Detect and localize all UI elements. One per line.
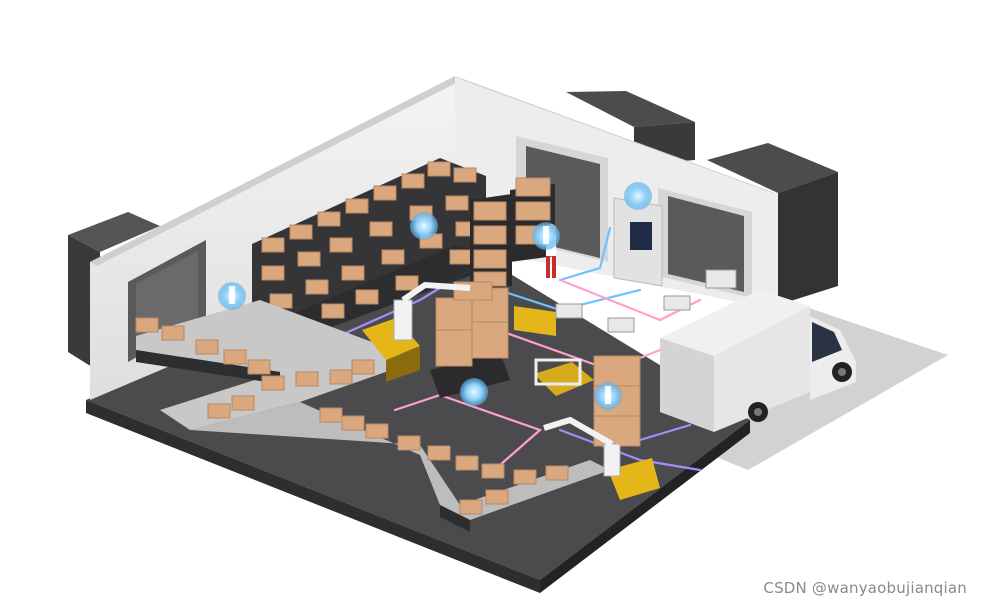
control-machine bbox=[613, 197, 663, 287]
wifi-sensor-icon bbox=[624, 182, 652, 210]
robots bbox=[362, 281, 660, 500]
floor-slab bbox=[86, 240, 750, 593]
watermark-text: CSDN @wanyaobujianqian bbox=[763, 579, 967, 597]
small-carts bbox=[555, 269, 737, 333]
wifi-sensor-icon bbox=[594, 382, 622, 410]
wifi-sensor-icon bbox=[410, 212, 438, 240]
agv-pallet-center bbox=[430, 281, 510, 398]
wifi-sensor-icon bbox=[460, 378, 488, 406]
wifi-sensor-icon bbox=[218, 282, 246, 310]
wifi-sensors bbox=[218, 182, 652, 410]
wifi-sensor-icon bbox=[532, 222, 560, 250]
delivery-truck bbox=[660, 290, 856, 432]
conveyor-system bbox=[135, 300, 610, 532]
